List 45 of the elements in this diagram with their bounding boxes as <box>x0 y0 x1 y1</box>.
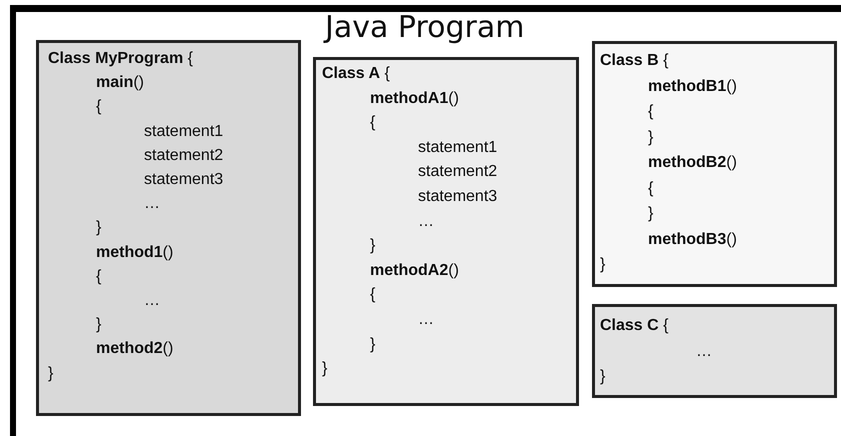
code-line: } <box>648 204 654 224</box>
code-line: statement3 <box>144 170 224 190</box>
code-line: methodA2() <box>370 260 459 281</box>
code-line: statement3 <box>418 187 498 207</box>
code-line: methodB2() <box>648 153 737 173</box>
code-line: methodB3() <box>648 230 737 250</box>
code-line: } <box>648 128 654 148</box>
code-line: { <box>96 266 102 287</box>
code-line: Class A { <box>322 64 390 84</box>
code-line: main() <box>96 73 144 94</box>
code-line: } <box>370 236 376 256</box>
code-line: statement1 <box>144 122 224 142</box>
code-line: } <box>322 359 328 380</box>
code-line: … <box>144 194 160 214</box>
frame-heading: Java Program <box>325 11 524 45</box>
class-box <box>36 40 301 416</box>
program-frame <box>10 5 841 436</box>
code-line: } <box>600 255 606 275</box>
code-line: Class B { <box>600 51 668 71</box>
code-line: … <box>144 291 160 311</box>
code-line: { <box>370 113 376 134</box>
code-line: } <box>370 334 376 355</box>
code-line: } <box>96 315 102 336</box>
code-line: Class MyProgram { <box>48 49 193 69</box>
code-line: { <box>648 178 654 198</box>
code-line: method1() <box>96 242 174 263</box>
code-line: } <box>48 364 54 384</box>
class-box <box>313 57 579 406</box>
code-line: methodB1() <box>648 76 737 96</box>
code-line: { <box>648 102 654 122</box>
code-line: statement2 <box>144 146 224 166</box>
class-box <box>592 304 837 398</box>
code-line: } <box>96 218 102 238</box>
code-line: methodA1() <box>370 88 459 109</box>
code-line: … <box>418 212 434 232</box>
code-line: statement2 <box>418 162 498 182</box>
class-box <box>592 41 837 287</box>
code-line: … <box>696 342 712 362</box>
code-line: statement1 <box>418 138 498 158</box>
code-line: { <box>96 97 102 118</box>
code-line: … <box>418 310 434 330</box>
code-line: Class C { <box>600 316 668 336</box>
code-line: { <box>370 285 376 306</box>
code-line: method2() <box>96 339 174 360</box>
code-line: } <box>600 367 606 387</box>
